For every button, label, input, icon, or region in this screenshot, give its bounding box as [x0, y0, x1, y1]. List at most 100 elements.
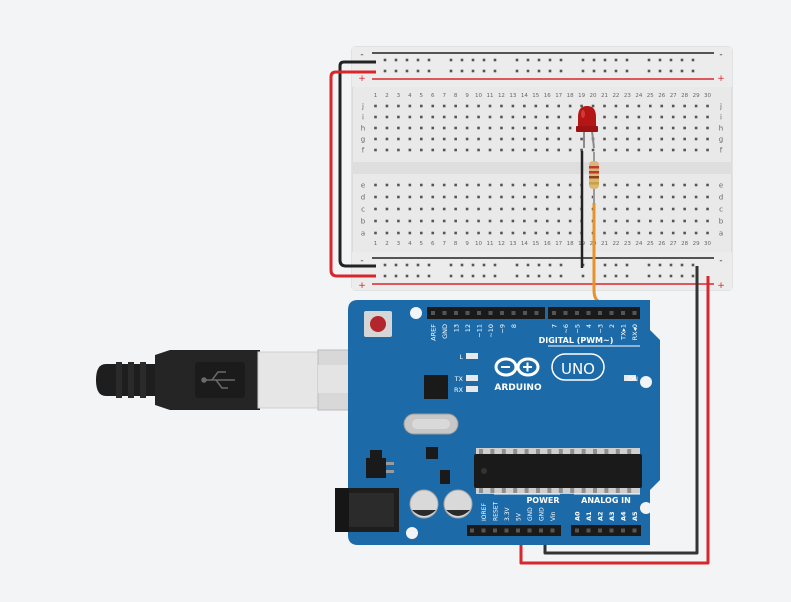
breadboard-hole[interactable]	[374, 231, 377, 235]
rail-hole[interactable]	[449, 274, 453, 278]
breadboard-hole[interactable]	[420, 195, 423, 199]
rail-hole[interactable]	[405, 263, 409, 267]
breadboard-hole[interactable]	[568, 183, 572, 187]
breadboard-hole[interactable]	[374, 195, 377, 199]
rail-hole[interactable]	[548, 58, 552, 62]
breadboard-hole[interactable]	[580, 148, 583, 152]
rail-hole[interactable]	[416, 263, 420, 267]
breadboard-hole[interactable]	[374, 219, 377, 223]
rail-hole[interactable]	[559, 58, 563, 62]
breadboard-hole[interactable]	[580, 137, 583, 141]
rail-hole[interactable]	[383, 58, 387, 62]
rail-hole[interactable]	[603, 274, 607, 278]
header-pin[interactable]	[598, 311, 602, 315]
breadboard-hole[interactable]	[671, 231, 675, 235]
rail-hole[interactable]	[471, 263, 475, 267]
breadboard-hole[interactable]	[626, 148, 629, 152]
breadboard-hole[interactable]	[523, 104, 526, 108]
breadboard-hole[interactable]	[420, 126, 423, 130]
breadboard-hole[interactable]	[671, 195, 675, 199]
breadboard-hole[interactable]	[694, 195, 698, 199]
rail-hole[interactable]	[383, 274, 387, 278]
breadboard-hole[interactable]	[431, 183, 435, 187]
breadboard-hole[interactable]	[523, 195, 526, 199]
rail-hole[interactable]	[625, 263, 629, 267]
breadboard-hole[interactable]	[397, 207, 400, 211]
breadboard-hole[interactable]	[500, 195, 503, 199]
breadboard-hole[interactable]	[534, 195, 538, 199]
rail-hole[interactable]	[548, 69, 552, 73]
breadboard-hole[interactable]	[385, 148, 389, 152]
rail-hole[interactable]	[526, 263, 530, 267]
breadboard-hole[interactable]	[408, 183, 412, 187]
rail-hole[interactable]	[482, 274, 486, 278]
breadboard-hole[interactable]	[465, 104, 469, 108]
breadboard-hole[interactable]	[523, 183, 526, 187]
breadboard-hole[interactable]	[523, 137, 526, 141]
rail-hole[interactable]	[548, 263, 552, 267]
breadboard-hole[interactable]	[603, 207, 606, 211]
breadboard-hole[interactable]	[603, 219, 606, 223]
rail-hole[interactable]	[416, 69, 420, 73]
breadboard-hole[interactable]	[420, 219, 423, 223]
rail-hole[interactable]	[603, 58, 607, 62]
header-pin[interactable]	[481, 528, 486, 533]
rail-hole[interactable]	[493, 69, 497, 73]
breadboard-hole[interactable]	[500, 207, 503, 211]
breadboard-hole[interactable]	[706, 126, 709, 130]
breadboard-hole[interactable]	[637, 104, 641, 108]
breadboard-hole[interactable]	[488, 115, 492, 119]
breadboard-hole[interactable]	[511, 104, 515, 108]
breadboard-hole[interactable]	[545, 195, 549, 199]
breadboard-hole[interactable]	[397, 183, 400, 187]
rail-hole[interactable]	[526, 274, 530, 278]
breadboard-hole[interactable]	[545, 219, 549, 223]
rail-hole[interactable]	[614, 274, 618, 278]
breadboard-hole[interactable]	[706, 195, 709, 199]
breadboard-hole[interactable]	[545, 183, 549, 187]
breadboard-hole[interactable]	[465, 126, 469, 130]
breadboard-hole[interactable]	[397, 126, 400, 130]
rail-hole[interactable]	[680, 263, 684, 267]
rail-hole[interactable]	[537, 58, 541, 62]
breadboard-hole[interactable]	[511, 148, 515, 152]
breadboard-hole[interactable]	[454, 148, 457, 152]
breadboard-hole[interactable]	[568, 219, 572, 223]
breadboard-hole[interactable]	[683, 195, 686, 199]
red-led[interactable]	[576, 106, 598, 149]
rail-hole[interactable]	[526, 69, 530, 73]
rail-hole[interactable]	[658, 263, 662, 267]
rail-hole[interactable]	[658, 58, 662, 62]
breadboard-hole[interactable]	[637, 126, 641, 130]
breadboard-hole[interactable]	[545, 126, 549, 130]
header-pin[interactable]	[511, 311, 516, 315]
rail-hole[interactable]	[515, 58, 519, 62]
breadboard-hole[interactable]	[614, 126, 618, 130]
breadboard-hole[interactable]	[694, 115, 698, 119]
rail-hole[interactable]	[383, 69, 387, 73]
breadboard-hole[interactable]	[408, 126, 412, 130]
breadboard-hole[interactable]	[420, 207, 423, 211]
breadboard-hole[interactable]	[660, 195, 664, 199]
breadboard-hole[interactable]	[534, 115, 538, 119]
breadboard-hole[interactable]	[431, 148, 435, 152]
rail-hole[interactable]	[592, 69, 596, 73]
breadboard-hole[interactable]	[465, 137, 469, 141]
breadboard-hole[interactable]	[374, 115, 377, 119]
breadboard-hole[interactable]	[557, 195, 560, 199]
breadboard-hole[interactable]	[649, 231, 652, 235]
breadboard-hole[interactable]	[397, 137, 400, 141]
breadboard-hole[interactable]	[465, 207, 469, 211]
breadboard-hole[interactable]	[603, 148, 606, 152]
header-pin[interactable]	[504, 528, 509, 533]
breadboard-hole[interactable]	[649, 137, 652, 141]
breadboard-hole[interactable]	[660, 183, 664, 187]
breadboard-hole[interactable]	[603, 126, 606, 130]
breadboard-hole[interactable]	[488, 104, 492, 108]
breadboard-hole[interactable]	[385, 183, 389, 187]
breadboard-hole[interactable]	[637, 219, 641, 223]
breadboard-hole[interactable]	[649, 115, 652, 119]
red-rail-jumper-wire[interactable]	[329, 70, 376, 278]
breadboard-hole[interactable]	[671, 115, 675, 119]
rail-hole[interactable]	[482, 69, 486, 73]
